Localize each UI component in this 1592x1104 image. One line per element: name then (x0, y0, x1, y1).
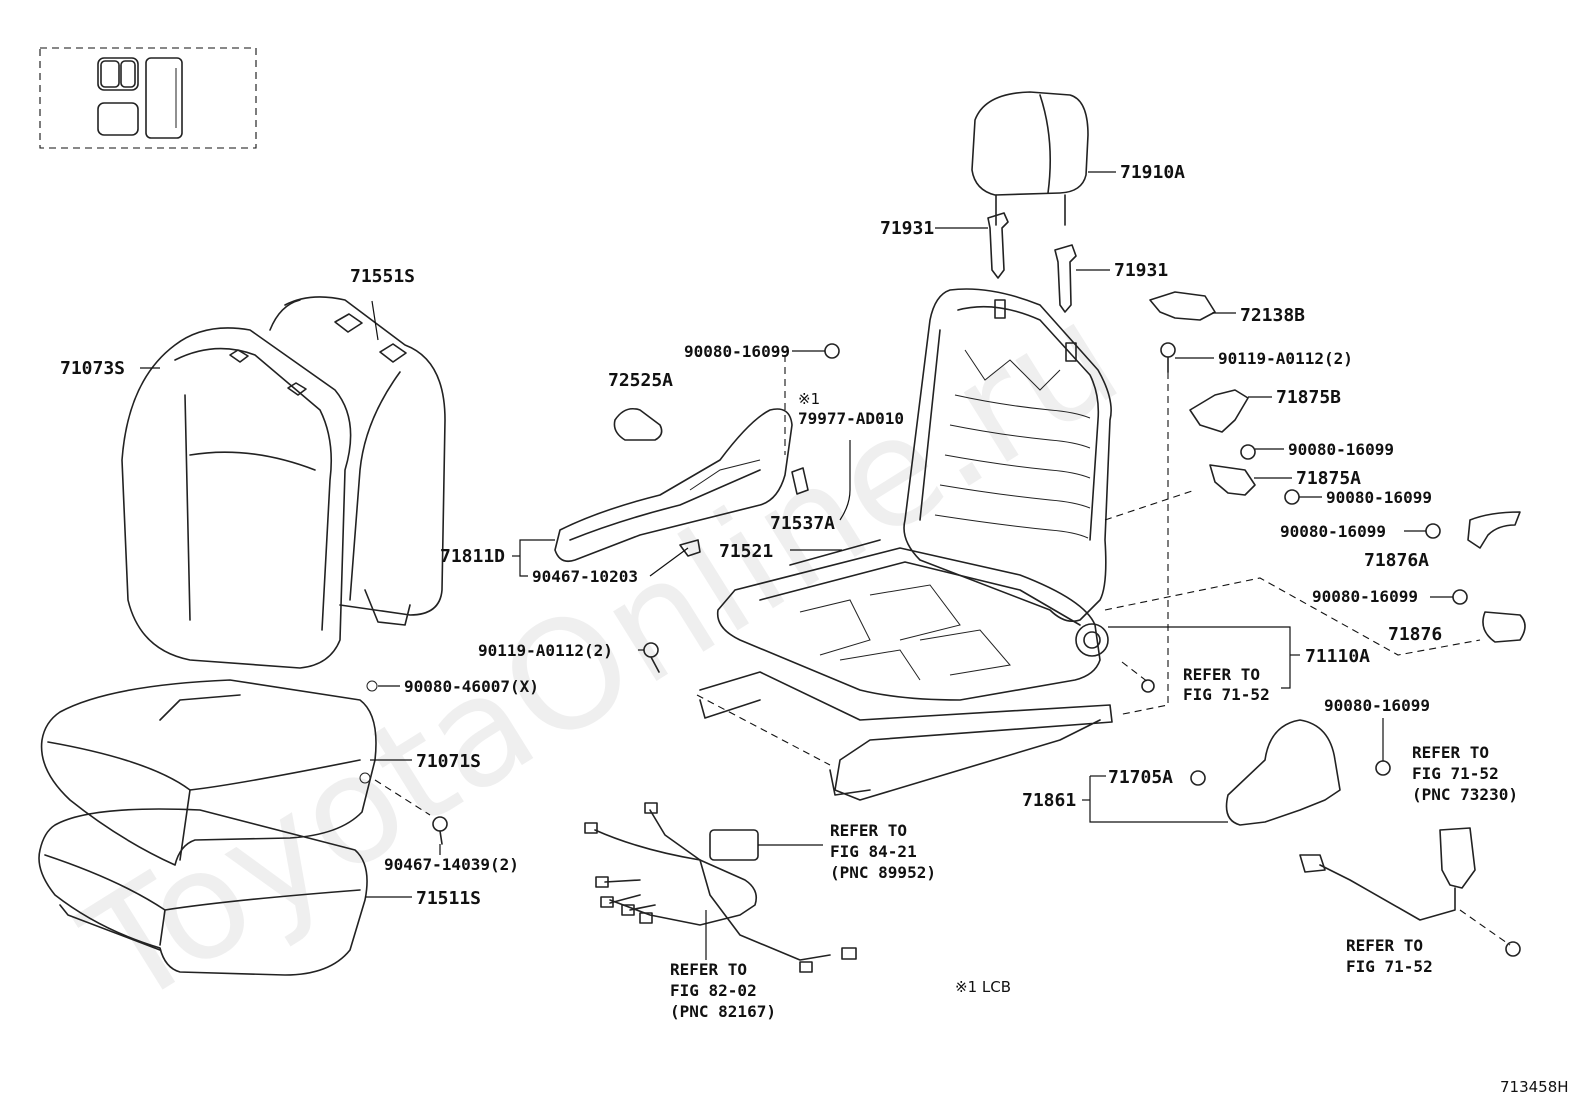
label-refer-7152-a-2: FIG 71-52 (1183, 685, 1270, 704)
headrest-drawing (971, 91, 1089, 226)
label-71876: 71876 (1388, 624, 1442, 645)
label-90119-left: 90119-A0112(2) (478, 641, 613, 660)
label-71551s: 71551S (350, 266, 415, 287)
shield-drawing (554, 408, 793, 563)
label-90119-top: 90119-A0112(2) (1218, 349, 1353, 368)
recliner-cover-drawing (1225, 719, 1341, 826)
part-labels: 71910A 71931 71931 72138B 90119-A0112(2)… (60, 162, 1569, 1096)
label-71931-b: 71931 (1114, 260, 1168, 281)
label-refer-89952-3: (PNC 89952) (830, 863, 936, 882)
label-90467-10203: 90467-10203 (532, 567, 638, 586)
bracket-72138b-drawing (1149, 291, 1216, 321)
label-71875a: 71875A (1296, 468, 1361, 489)
label-lcb-mark: ※1 (798, 390, 820, 408)
label-71110a: 71110A (1305, 646, 1370, 667)
block-71537a-drawing (791, 467, 809, 495)
assembly-dashed-lines (374, 355, 1511, 946)
label-79977: 79977-AD010 (798, 409, 904, 428)
label-refer-73230-2: FIG 71-52 (1412, 764, 1499, 783)
label-90080-r3: 90080-16099 (1280, 522, 1386, 541)
label-refer-82167-1: REFER TO (670, 960, 747, 979)
label-71910a: 71910A (1120, 162, 1185, 183)
seatback-pad-drawing (269, 296, 446, 626)
leader-lines (140, 171, 1453, 960)
wire-harness-drawing (584, 802, 857, 973)
label-90080-46007: 90080-46007(X) (404, 677, 539, 696)
label-71861: 71861 (1022, 790, 1076, 811)
label-refer-7152-b-1: REFER TO (1346, 936, 1423, 955)
label-71811d: 71811D (440, 546, 505, 567)
seat-cushion-frame-drawing (699, 547, 1113, 801)
label-71931-a: 71931 (880, 218, 934, 239)
label-72525a: 72525A (608, 370, 673, 391)
headrest-guide-drawings (987, 212, 1077, 313)
label-71511s: 71511S (416, 888, 481, 909)
seat-back-frame-drawing (903, 288, 1112, 623)
label-90080-r1: 90080-16099 (1288, 440, 1394, 459)
cushion-cover-drawing (40, 679, 377, 866)
label-refer-89952-2: FIG 84-21 (830, 842, 917, 861)
label-72138b: 72138B (1240, 305, 1305, 326)
cover-71876-drawing (1482, 611, 1526, 643)
cover-71876a-drawing (1467, 511, 1521, 549)
label-71071s: 71071S (416, 751, 481, 772)
label-71876a: 71876A (1364, 550, 1429, 571)
label-90080-r2: 90080-16099 (1326, 488, 1432, 507)
label-refer-7152-a-1: REFER TO (1183, 665, 1260, 684)
seatback-cover-drawing (121, 327, 352, 669)
label-refer-82167-2: FIG 82-02 (670, 981, 757, 1000)
label-71521: 71521 (719, 541, 773, 562)
label-90080-r4: 90080-16099 (1312, 587, 1418, 606)
label-71875b: 71875B (1276, 387, 1341, 408)
label-90080-top: 90080-16099 (684, 342, 790, 361)
label-90467-14039: 90467-14039(2) (384, 855, 519, 874)
footnote-lcb: ※1 LCB (955, 978, 1011, 996)
seat-locator-inset (39, 47, 257, 149)
cushion-pad-drawing (38, 808, 368, 976)
label-71537a: 71537A (770, 513, 835, 534)
cover-71875b-drawing (1189, 389, 1249, 433)
cover-71875a-drawing (1209, 464, 1256, 496)
label-71073s: 71073S (60, 358, 125, 379)
label-90080-r5: 90080-16099 (1324, 696, 1430, 715)
figure-code: 713458H (1500, 1078, 1569, 1096)
label-refer-73230-3: (PNC 73230) (1412, 785, 1518, 804)
clip-72525a-drawing (613, 407, 663, 441)
label-71705a: 71705A (1108, 767, 1173, 788)
label-refer-73230-1: REFER TO (1412, 743, 1489, 762)
seat-belt-buckle-drawing (1299, 827, 1476, 921)
rod-71521-drawing (789, 539, 881, 566)
label-refer-82167-3: (PNC 82167) (670, 1002, 776, 1021)
label-refer-89952-1: REFER TO (830, 821, 907, 840)
label-refer-7152-b-2: FIG 71-52 (1346, 957, 1433, 976)
